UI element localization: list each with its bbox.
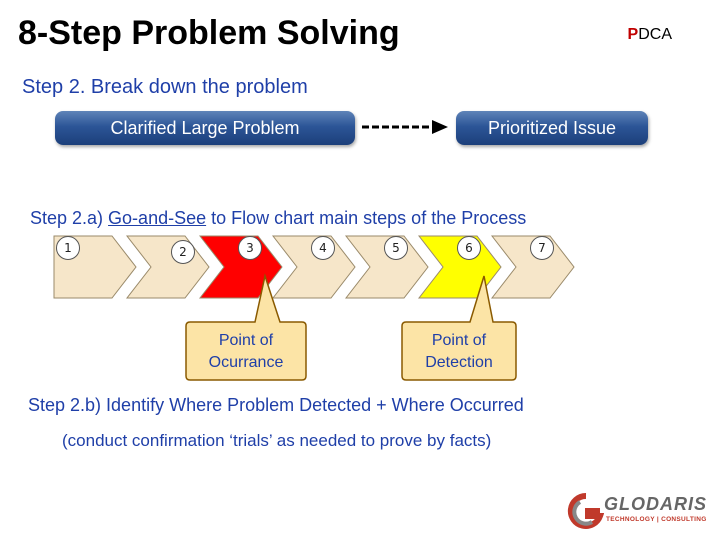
dashed-arrow-icon	[362, 120, 448, 134]
prioritized-issue-box: Prioritized Issue	[456, 111, 648, 145]
glodaris-logo-icon	[567, 492, 604, 529]
glodaris-logo: GLODARIS TECHNOLOGY | CONSULTING	[566, 492, 706, 532]
pdca-rest: DCA	[638, 26, 672, 43]
process-step-5-number: 5	[384, 236, 408, 260]
process-step-4-chevron	[271, 235, 356, 299]
process-step-4-number: 4	[311, 236, 335, 260]
process-step-1-number: 1	[56, 236, 80, 260]
logo-tagline: TECHNOLOGY | CONSULTING	[606, 516, 707, 523]
callout-occurrance-shape	[185, 273, 307, 381]
callout-detection-text: Point of Detection	[402, 330, 516, 374]
callout-occurrance-text: Point of Ocurrance	[186, 330, 306, 374]
process-step-3-chevron	[198, 235, 283, 299]
page-title: 8-Step Problem Solving	[18, 14, 400, 52]
clarified-problem-box: Clarified Large Problem	[55, 111, 355, 145]
process-step-6-number: 6	[457, 236, 481, 260]
step2-heading: Step 2. Break down the problem	[22, 76, 308, 98]
logo-name: GLODARIS	[604, 494, 708, 514]
step2a-text: Step 2.a) Go-and-See to Flow chart main …	[30, 208, 526, 229]
process-step-2-number: 2	[171, 240, 195, 264]
step2a-prefix: Step 2.a)	[30, 208, 109, 228]
step2a-suffix: to Flow chart main steps of the Process	[206, 208, 527, 228]
callout-detection-shape	[401, 275, 517, 381]
callout-detection-line1: Point of	[431, 332, 487, 349]
process-step-5-chevron	[344, 235, 429, 299]
step2b-text: Step 2.b) Identify Where Problem Detecte…	[28, 395, 524, 415]
pdca-p-letter: P	[627, 26, 639, 43]
process-step-7-chevron	[490, 235, 575, 299]
process-step-3-number: 3	[238, 236, 262, 260]
callout-occurrance-line1: Point of	[218, 332, 274, 349]
callout-occurrance-line2: Ocurrance	[208, 354, 284, 371]
go-and-see-link[interactable]: Go-and-See	[108, 208, 207, 228]
callout-detection-line2: Detection	[425, 354, 493, 371]
pdca-label: PDCA	[628, 26, 672, 44]
process-step-7-number: 7	[530, 236, 554, 260]
step2b-note: (conduct confirmation ‘trials’ as needed…	[62, 431, 492, 450]
